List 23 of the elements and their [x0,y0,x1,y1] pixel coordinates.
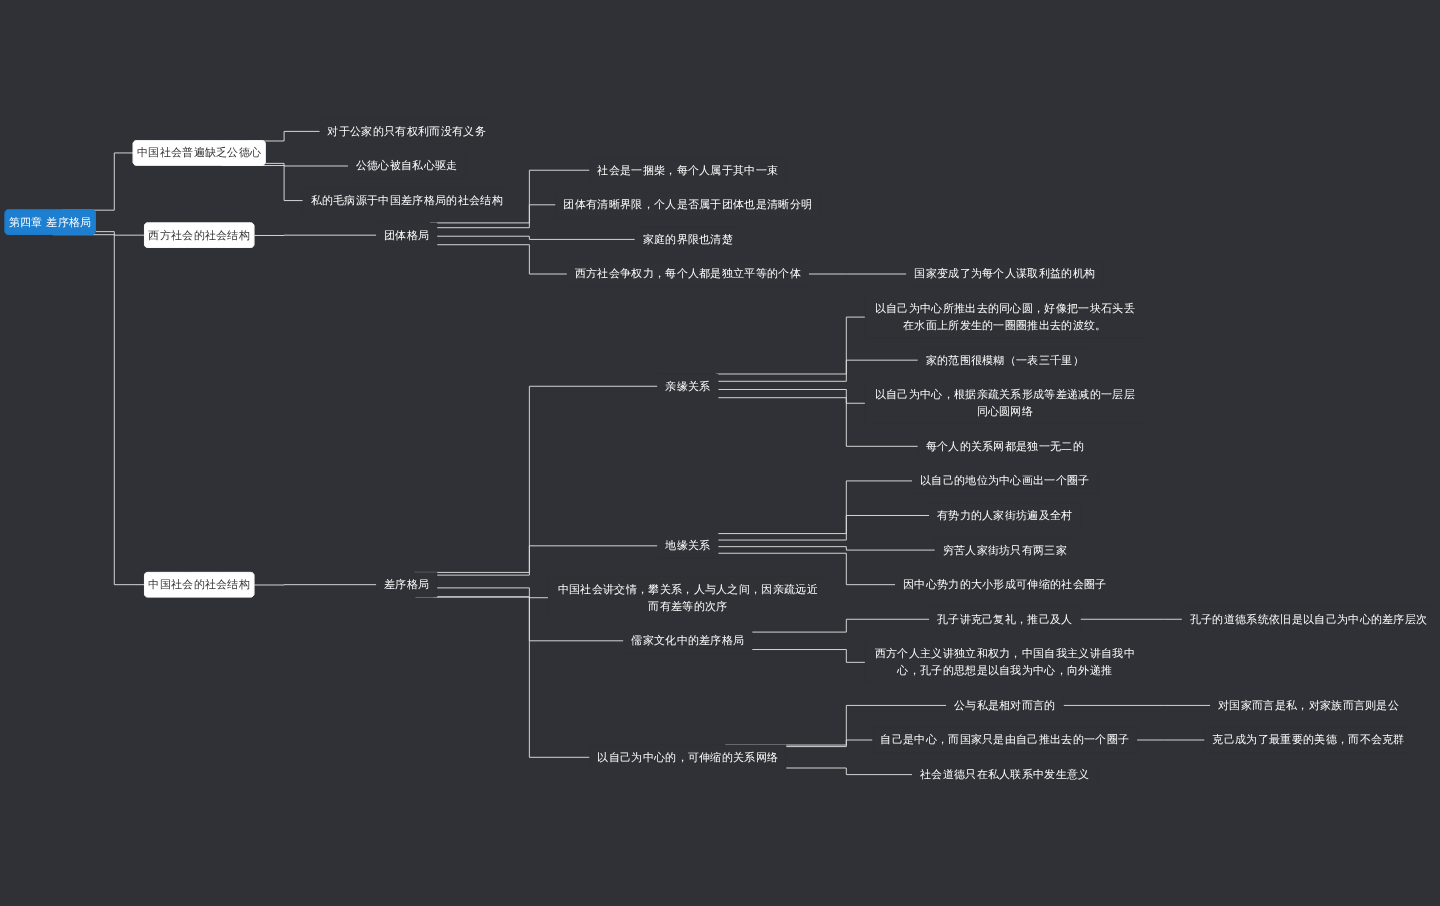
connector [717,397,919,447]
connector [785,767,913,776]
connector [264,162,349,167]
connector [717,359,919,382]
connector [1079,618,1183,620]
connector [715,316,866,375]
connector [717,546,936,551]
connector [717,515,930,541]
connector [436,204,557,229]
connector [95,231,146,236]
connector [751,649,866,663]
connector [253,234,377,236]
connector [717,389,866,404]
connector [436,545,659,576]
connector [436,587,549,599]
connector [1062,704,1211,706]
connector [717,480,913,535]
connector [717,552,896,586]
connector [436,235,636,240]
connector [436,244,568,275]
connector [751,618,930,633]
connector [253,584,377,586]
connector [785,739,874,748]
